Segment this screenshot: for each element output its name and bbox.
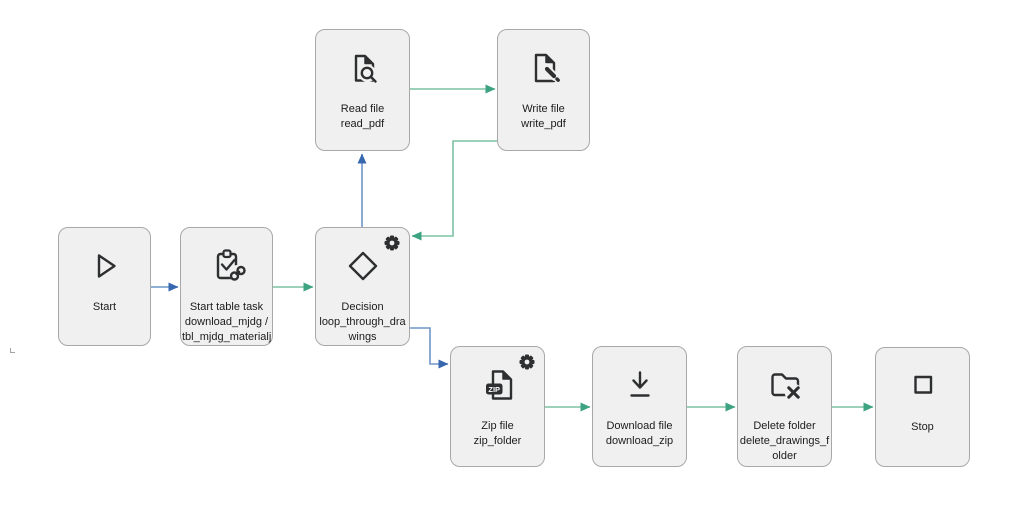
node-label: Read file read_pdf [317,102,408,132]
node-subtitle: delete_drawings_f [739,435,830,447]
node-write-file[interactable]: Write file write_pdf [497,29,590,151]
node-label: Stop [877,420,968,435]
settings-gear-icon[interactable] [384,235,400,251]
node-label: Delete folder delete_drawings_f older [739,419,830,464]
node-subtitle-2: older [772,450,797,462]
node-read-file[interactable]: Read file read_pdf [315,29,410,151]
node-title: Write file [522,103,565,115]
node-subtitle: zip_folder [473,435,522,447]
node-title: Zip file [481,420,514,432]
play-icon [83,244,127,288]
folder-x-icon [763,363,807,407]
file-pencil-icon [522,46,566,90]
node-start[interactable]: Start [58,227,151,346]
node-subtitle: write_pdf [521,118,566,130]
edge-decision-to-zip-file[interactable] [410,327,449,369]
stray-mark [10,348,15,353]
node-subtitle-2: wings [348,331,377,343]
zip-file-icon: ZIP [476,363,520,407]
node-stop[interactable]: Stop [875,347,970,467]
node-title: Start table task [189,301,264,313]
file-search-icon [341,46,385,90]
zip-badge-label: ZIP [488,385,500,394]
node-title: Download file [606,420,673,432]
node-title: Start [92,301,117,313]
node-subtitle: download_zip [605,435,674,447]
node-zip-file[interactable]: ZIP Zip file zip_folder [450,346,545,467]
node-subtitle: read_pdf [340,118,385,130]
settings-gear-icon[interactable] [519,354,535,370]
node-label: Write file write_pdf [499,102,588,132]
node-start-table-task[interactable]: Start table task download_mjdg / tbl_mjd… [180,227,273,346]
node-title: Decision [341,301,384,313]
node-title: Read file [340,103,385,115]
node-label: Start [60,300,149,315]
node-decision[interactable]: Decision loop_through_dra wings [315,227,410,346]
node-label: Zip file zip_folder [452,419,543,449]
stop-square-icon [901,364,945,408]
node-label: Download file download_zip [594,419,685,449]
node-title: Stop [911,421,934,433]
node-delete-folder[interactable]: Delete folder delete_drawings_f older [737,346,832,467]
node-label: Decision loop_through_dra wings [317,300,408,345]
node-download-file[interactable]: Download file download_zip [592,346,687,467]
download-icon [618,363,662,407]
node-title: Delete folder [753,420,816,432]
clipboard-check-link-icon [205,244,249,288]
node-subtitle: loop_through_dra [319,316,406,328]
node-subtitle: download_mjdg / [184,316,269,328]
edge-write-file-to-decision[interactable] [411,140,497,241]
node-label: Start table task download_mjdg / tbl_mjd… [182,300,271,345]
diamond-icon [341,244,385,288]
node-subtitle-2: tbl_mjdg_materialj [182,331,272,343]
